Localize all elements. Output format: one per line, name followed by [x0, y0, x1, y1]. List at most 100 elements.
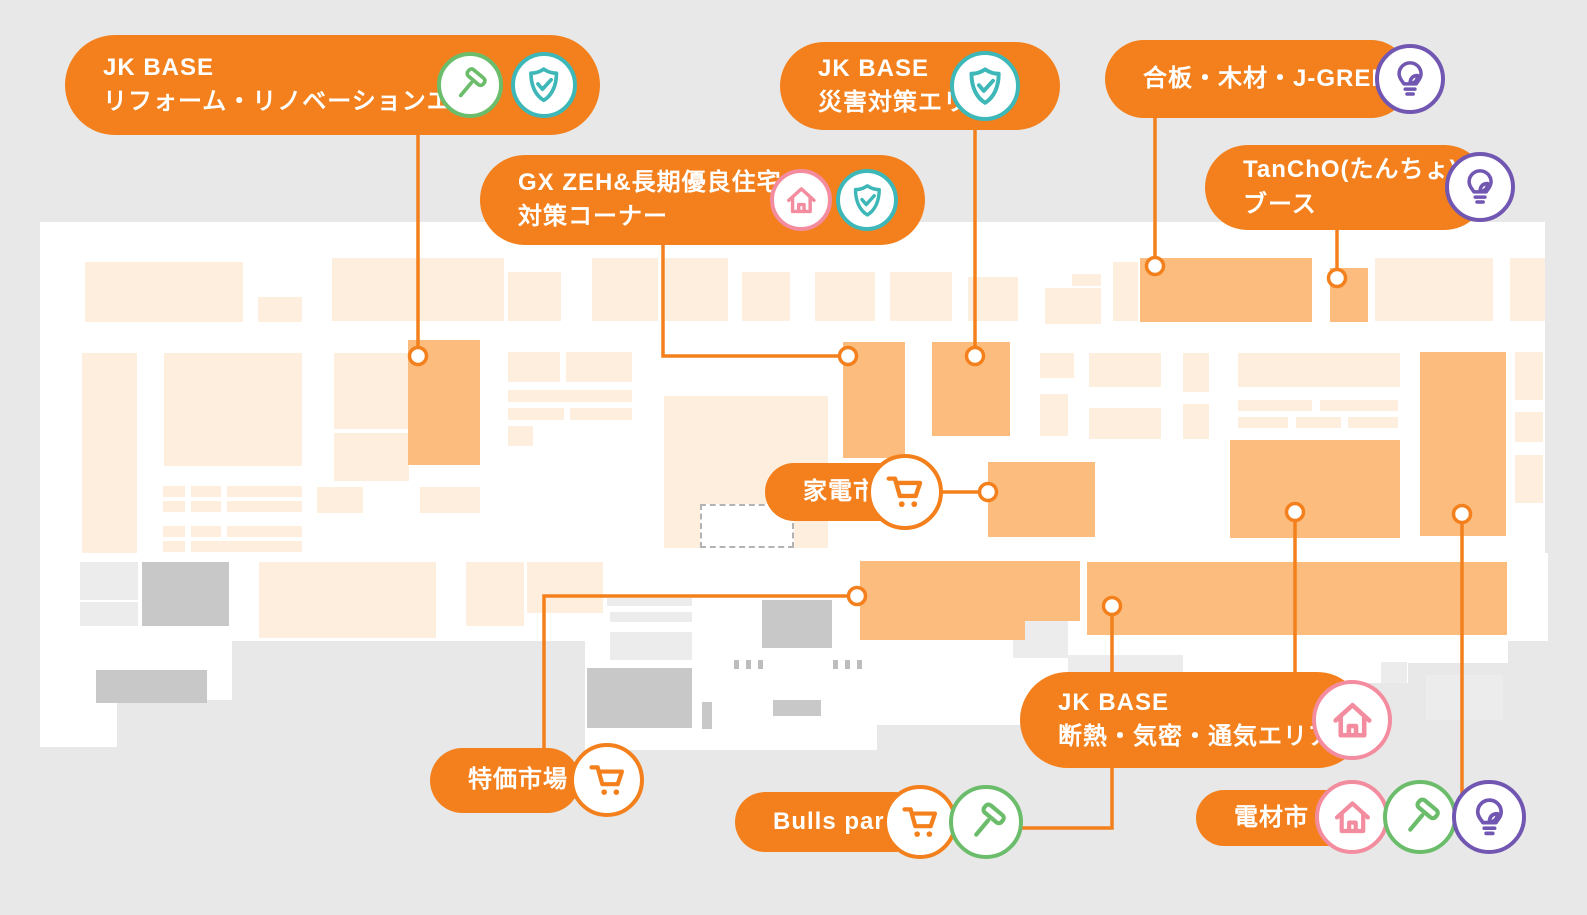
label-line: ブース [1243, 190, 1317, 218]
booth [191, 526, 221, 537]
cart-icon [570, 743, 644, 817]
booth [1515, 352, 1543, 400]
bulb-icon [1375, 44, 1445, 114]
column-mark [734, 660, 739, 669]
booth [317, 487, 363, 513]
service-area [1381, 662, 1407, 683]
booth [163, 541, 185, 552]
leader-dot-insulation-area-2 [1101, 595, 1123, 617]
bulb-icon [1452, 780, 1526, 854]
service-area [96, 670, 207, 703]
label-line: 対策コーナー [518, 203, 668, 230]
booth [1040, 394, 1068, 436]
booth [592, 258, 658, 321]
booth [1515, 412, 1543, 442]
leader-dot-tokka-area [846, 585, 868, 607]
label-line: JK BASE [103, 53, 215, 81]
booth [1296, 417, 1341, 428]
booth [508, 352, 560, 382]
label-jk-base-insulation-area: JK BASE 断熱・気密・通気エリア [1020, 672, 1365, 768]
column-mark [857, 660, 862, 669]
highlight-booth-insulation-1 [1230, 440, 1400, 538]
hammer-icon [949, 785, 1023, 859]
column-mark [845, 660, 850, 669]
leader-dot-denzai-area [1451, 503, 1473, 525]
booth [163, 486, 185, 497]
booth [1348, 417, 1398, 428]
booth [508, 426, 533, 446]
service-area [610, 612, 692, 622]
booth [1113, 262, 1138, 321]
booth [742, 272, 790, 321]
label-line: 特価市場 [468, 766, 568, 794]
label-tancho-booth: TanChO(たんちょ) ブース [1205, 145, 1487, 230]
booth [1089, 408, 1161, 439]
column-mark [758, 660, 763, 669]
label-line: リフォーム・リノベーションエリア [103, 88, 502, 115]
booth [508, 272, 561, 321]
booth [1040, 353, 1074, 378]
booth [191, 501, 221, 512]
shield-icon [836, 169, 898, 231]
label-line: 合板・木材・J-GREEN [1143, 64, 1407, 92]
booth [1510, 258, 1545, 321]
column-mark [746, 660, 751, 669]
leader-line-gx-zeh-area [661, 243, 845, 358]
column-mark [833, 660, 838, 669]
shield-icon [950, 51, 1020, 121]
service-area [587, 668, 692, 728]
booth [163, 501, 185, 512]
booth [1238, 353, 1400, 387]
booth [1238, 400, 1312, 411]
label-jk-base-reform-area: JK BASE リフォーム・リノベーションエリア [65, 35, 600, 135]
booth [1089, 353, 1161, 387]
highlight-booth-kaden-ichi [988, 462, 1095, 537]
booth [227, 501, 302, 512]
booth [85, 262, 243, 322]
highlight-booth-plywood-lumber [1140, 258, 1312, 322]
label-line: JK BASE [818, 54, 930, 82]
leader-dot-tancho-area [1326, 267, 1348, 289]
booth [82, 353, 137, 553]
booth [258, 297, 302, 322]
highlight-booth-insulation-2 [1087, 562, 1507, 635]
service-area [762, 600, 832, 648]
cart-icon [883, 785, 957, 859]
service-area [773, 700, 821, 716]
booth [890, 272, 952, 321]
bulb-icon [1445, 152, 1515, 222]
label-tokka-ichiba: 特価市場 [430, 748, 580, 813]
hall-floor-section [1408, 641, 1508, 663]
booth [508, 390, 632, 402]
highlight-booth-tokka-1 [860, 561, 1080, 621]
label-line: GX ZEH&長期優良住宅 [518, 168, 782, 196]
booth [227, 486, 302, 497]
leader-dot-kaden-area [977, 481, 999, 503]
label-line: 電材市 [1234, 803, 1309, 831]
service-area [80, 562, 138, 600]
cart-icon [867, 454, 943, 530]
label-line: 断熱・気密・通気エリア [1058, 723, 1333, 750]
booth [227, 526, 302, 537]
booth [334, 433, 409, 481]
booth [1183, 353, 1209, 392]
hammer-icon [1383, 780, 1457, 854]
service-area [1426, 675, 1503, 720]
service-area [610, 632, 692, 660]
highlight-booth-tokka-2 [860, 621, 1025, 640]
leader-line-tokka-area [542, 594, 857, 750]
booth [1375, 258, 1493, 321]
booth [566, 352, 632, 382]
label-line: 家電市 [803, 477, 878, 505]
label-line: TanChO(たんちょ) [1243, 156, 1459, 184]
booth [191, 541, 302, 552]
house-icon [770, 169, 832, 231]
shield-icon [511, 52, 577, 118]
booth [1320, 400, 1398, 411]
booth [1238, 417, 1288, 428]
booth [1072, 274, 1101, 286]
label-line: Bulls park [773, 807, 900, 835]
service-area [80, 602, 138, 626]
booth [334, 353, 409, 429]
